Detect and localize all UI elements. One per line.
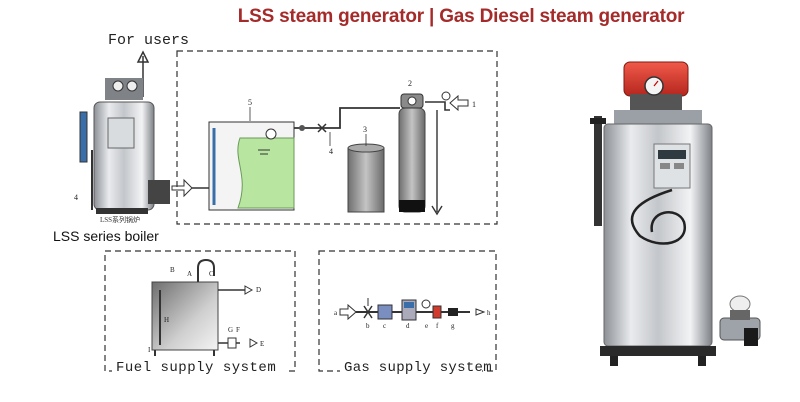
steam-system-frame [176,50,498,225]
gas-letter-c: c [383,322,386,330]
fuel-letter-a: A [187,270,192,278]
fuel-letter-e: E [260,340,264,348]
feed-arrow [171,178,193,198]
softener-outlet-pipe [425,101,450,111]
fuel-letter-c: C [209,270,214,278]
pressure-gauge-icon [441,91,451,101]
gas-letter-h: h [487,309,491,317]
fuel-system-label: Fuel supply system [116,360,276,376]
gas-letter-b: b [366,322,370,330]
fuel-letter-d: D [256,286,261,294]
steam-item-5: 5 [248,98,252,107]
steam-item-2: 2 [408,79,412,88]
steam-item-4: 4 [329,147,333,156]
valve-4 [317,123,327,133]
water-tank [208,121,295,211]
fuel-tank [151,258,245,356]
fuel-arrow-d [244,285,254,295]
lss-boiler-graphic [79,78,170,214]
steam-item-1: 1 [472,100,476,109]
feed-pipe [294,107,400,129]
gas-train [339,298,486,321]
page-title: LSS steam generator | Gas Diesel steam g… [237,6,685,27]
gas-letter-e: e [425,322,428,330]
drain-arrow [431,205,443,216]
fuel-letter-h: H [164,316,169,324]
gas-letter-g: g [451,322,455,330]
brine-tank [347,143,385,213]
inlet-arrow-1 [449,94,469,112]
water-softener [398,93,426,213]
for-users-label: For users [108,32,189,49]
gas-letter-f: f [436,322,439,330]
gas-letter-d: d [406,322,410,330]
gas-letter-a: a [334,309,338,317]
boiler-small-caption: LSS系列锅炉 [100,215,140,224]
fuel-letter-f: F [236,326,240,334]
steam-item-4-left: 4 [74,193,78,202]
steam-generator-product-image [590,61,761,366]
gas-system-label: Gas supply system [344,360,492,376]
steam-item-3: 3 [363,125,367,134]
fuel-letter-g: G [228,326,233,334]
fuel-arrow-e [249,338,259,348]
fuel-letter-b: B [170,266,175,274]
fuel-letter-i: I [148,346,151,354]
boiler-caption: LSS series boiler [53,228,159,244]
